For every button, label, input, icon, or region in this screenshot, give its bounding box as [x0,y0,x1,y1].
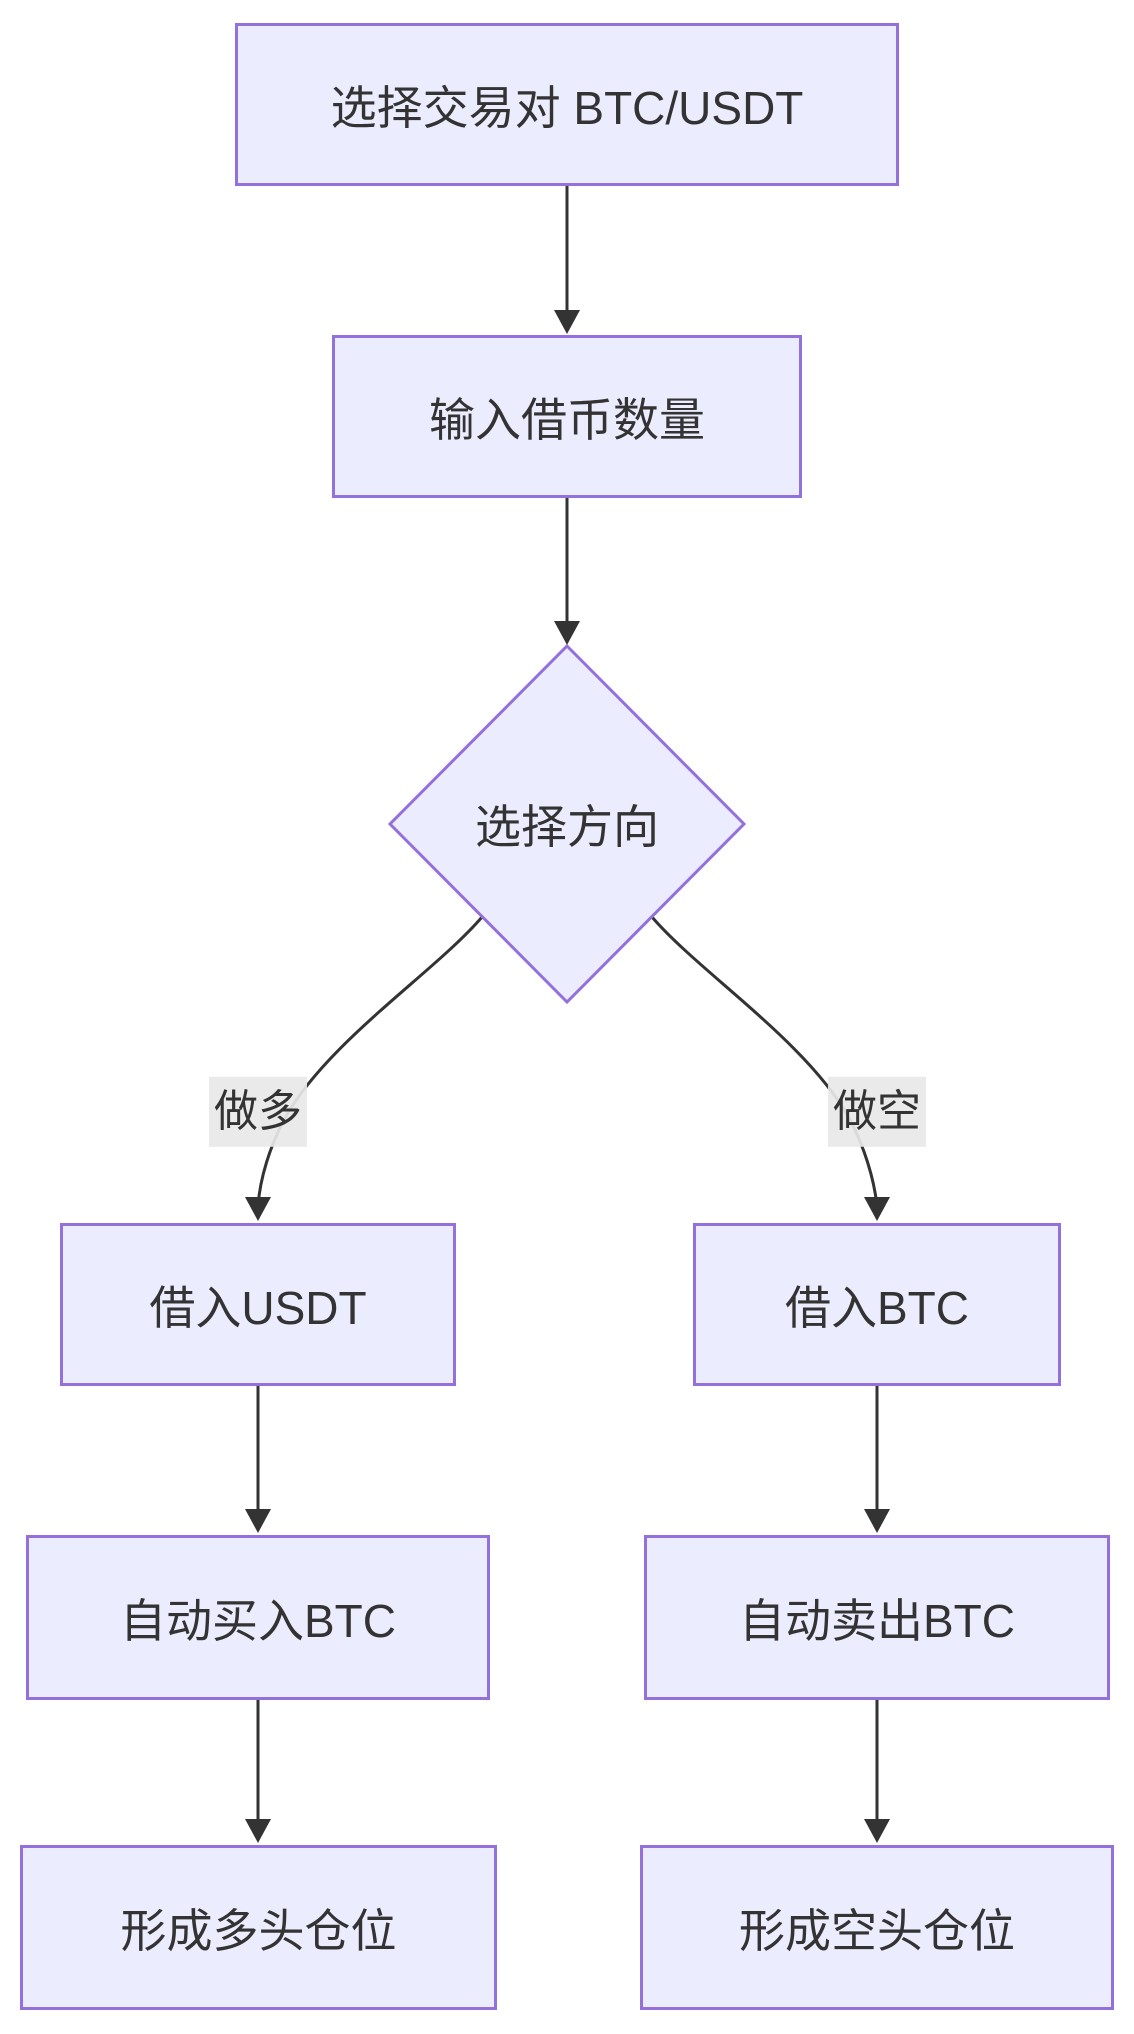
edge-choose-direction-to-borrow-usdt [256,916,484,1207]
arrowhead-icon [245,1509,271,1533]
arrowhead-icon [245,1819,271,1843]
node-borrow-btc: 借入BTC [693,1223,1061,1386]
node-short-position: 形成空头仓位 [640,1845,1114,2010]
node-label: 输入借币数量 [429,393,705,446]
arrowhead-icon [864,1197,890,1221]
node-auto-sell-btc: 自动卖出BTC [644,1535,1110,1700]
node-label: 自动卖出BTC [739,1594,1015,1647]
arrowhead-icon [554,310,580,334]
edge-choose-direction-to-borrow-btc [650,916,879,1207]
node-long-position: 形成多头仓位 [20,1845,497,2010]
node-label: 借入USDT [149,1281,367,1334]
node-input-amount: 输入借币数量 [332,335,802,498]
edge-label-text: 做多 [214,1086,302,1136]
node-label: 形成多头仓位 [120,1904,397,1957]
arrowhead-icon [554,621,580,645]
node-auto-buy-btc: 自动买入BTC [26,1535,490,1700]
arrowhead-icon [864,1819,890,1843]
node-label: 选择交易对 BTC/USDT [330,81,804,134]
arrowhead-icon [864,1509,890,1533]
edge-label-short: 做空 [828,1076,926,1148]
node-select-pair: 选择交易对 BTC/USDT [235,23,899,186]
node-label: 借入BTC [785,1281,969,1334]
edge-label-text: 做空 [833,1086,921,1136]
diamond-choose-direction [387,643,747,1005]
node-label: 形成空头仓位 [739,1904,1015,1957]
node-borrow-usdt: 借入USDT [60,1223,456,1386]
node-label: 自动买入BTC [120,1594,396,1647]
arrowhead-icon [245,1197,271,1221]
node-label: 选择方向 [475,801,659,853]
node-choose-direction: 选择方向 [390,646,744,1002]
edge-label-long: 做多 [209,1076,307,1148]
